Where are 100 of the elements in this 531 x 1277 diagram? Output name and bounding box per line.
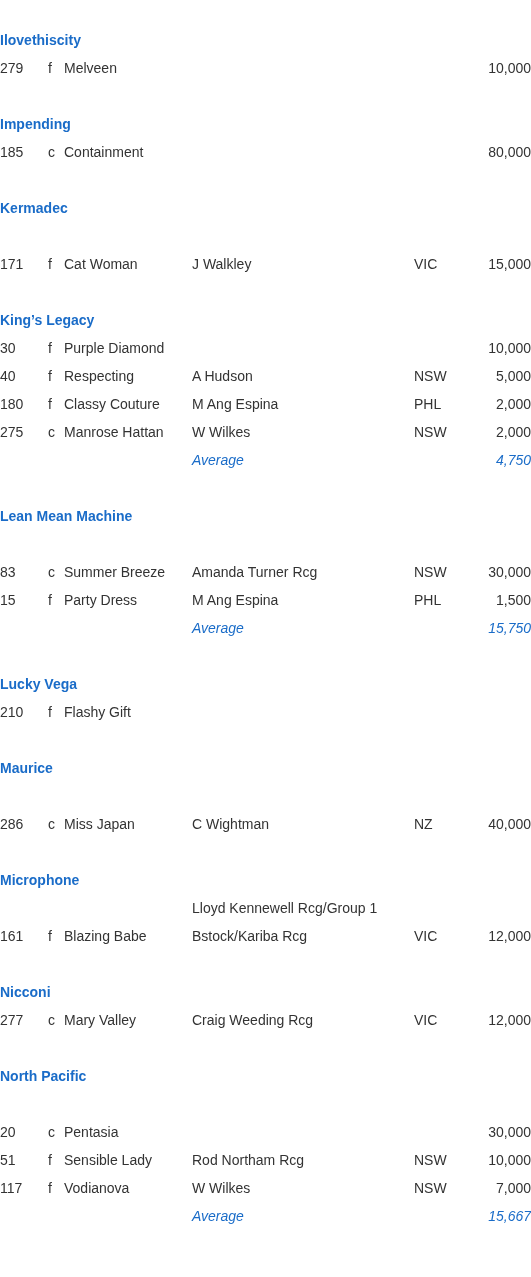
state-code: PHL bbox=[414, 395, 442, 413]
vendor-name: W Wilkes bbox=[192, 423, 251, 441]
lot-number: 180 bbox=[0, 395, 24, 413]
horse-name: Miss Japan bbox=[64, 815, 135, 833]
price: 1,500 bbox=[495, 591, 531, 609]
sex-code: f bbox=[48, 1151, 52, 1169]
average-label: Average bbox=[192, 451, 244, 469]
horse-name: Mary Valley bbox=[64, 1011, 137, 1029]
lot-number: 15 bbox=[0, 591, 16, 609]
horse-name: Respecting bbox=[64, 367, 135, 385]
horse-name: Manrose Hattan bbox=[64, 423, 164, 441]
state-code: NSW bbox=[414, 423, 447, 441]
sex-code: f bbox=[48, 339, 52, 357]
section-heading: Lucky Vega bbox=[0, 675, 78, 693]
lot-number: 286 bbox=[0, 815, 24, 833]
sex-code: c bbox=[48, 143, 55, 161]
section-heading: Nicconi bbox=[0, 983, 51, 1001]
horse-name: Blazing Babe bbox=[64, 927, 147, 945]
sex-code: f bbox=[48, 591, 52, 609]
sex-code: c bbox=[48, 815, 55, 833]
horse-name: Classy Couture bbox=[64, 395, 160, 413]
price: 5,000 bbox=[495, 367, 531, 385]
price: 10,000 bbox=[488, 1151, 531, 1169]
section-heading: Ilovethiscity bbox=[0, 31, 81, 49]
price: 30,000 bbox=[488, 1123, 531, 1141]
price: 15,000 bbox=[488, 255, 531, 273]
sex-code: c bbox=[48, 1011, 55, 1029]
horse-name: Sensible Lady bbox=[64, 1151, 152, 1169]
state-code: NSW bbox=[414, 563, 447, 581]
state-code: NSW bbox=[414, 1151, 447, 1169]
horse-name: Cat Woman bbox=[64, 255, 138, 273]
sex-code: f bbox=[48, 395, 52, 413]
sex-code: c bbox=[48, 563, 55, 581]
state-code: NSW bbox=[414, 1179, 447, 1197]
state-code: VIC bbox=[414, 927, 438, 945]
price: 12,000 bbox=[488, 1011, 531, 1029]
sex-code: f bbox=[48, 927, 52, 945]
average-label: Average bbox=[192, 619, 244, 637]
sex-code: f bbox=[48, 1179, 52, 1197]
lot-number: 40 bbox=[0, 367, 16, 385]
section-heading: Maurice bbox=[0, 759, 53, 777]
lot-number: 30 bbox=[0, 339, 16, 357]
section-heading: Kermadec bbox=[0, 199, 68, 217]
lot-number: 161 bbox=[0, 927, 24, 945]
horse-name: Vodianova bbox=[64, 1179, 130, 1197]
horse-name: Purple Diamond bbox=[64, 339, 165, 357]
lot-number: 279 bbox=[0, 59, 24, 77]
vendor-name: Amanda Turner Rcg bbox=[192, 563, 318, 581]
state-code: PHL bbox=[414, 591, 442, 609]
vendor-name: Lloyd Kennewell Rcg/Group 1 bbox=[192, 899, 378, 917]
sex-code: f bbox=[48, 59, 52, 77]
section-heading: Lean Mean Machine bbox=[0, 507, 133, 525]
price: 10,000 bbox=[488, 59, 531, 77]
average-price: 15,750 bbox=[488, 619, 531, 637]
horse-name: Containment bbox=[64, 143, 144, 161]
horse-name: Melveen bbox=[64, 59, 117, 77]
section-heading: Impending bbox=[0, 115, 71, 133]
lot-number: 83 bbox=[0, 563, 16, 581]
lot-number: 277 bbox=[0, 1011, 24, 1029]
sex-code: f bbox=[48, 367, 52, 385]
lot-number: 275 bbox=[0, 423, 24, 441]
vendor-name: Rod Northam Rcg bbox=[192, 1151, 305, 1169]
price: 30,000 bbox=[488, 563, 531, 581]
section-heading: King’s Legacy bbox=[0, 311, 95, 329]
horse-name: Flashy Gift bbox=[64, 703, 131, 721]
average-label: Average bbox=[192, 1207, 244, 1225]
vendor-name: A Hudson bbox=[192, 367, 253, 385]
horse-name: Pentasia bbox=[64, 1123, 119, 1141]
state-code: VIC bbox=[414, 1011, 438, 1029]
vendor-name: M Ang Espina bbox=[192, 395, 279, 413]
sex-code: c bbox=[48, 423, 55, 441]
section-heading: Microphone bbox=[0, 871, 80, 889]
price: 2,000 bbox=[495, 423, 531, 441]
horse-name: Party Dress bbox=[64, 591, 138, 609]
lot-number: 185 bbox=[0, 143, 24, 161]
price: 2,000 bbox=[495, 395, 531, 413]
average-price: 4,750 bbox=[495, 451, 531, 469]
sex-code: f bbox=[48, 255, 52, 273]
lot-number: 51 bbox=[0, 1151, 16, 1169]
vendor-name: Bstock/Kariba Rcg bbox=[192, 927, 308, 945]
lot-number: 20 bbox=[0, 1123, 16, 1141]
lot-number: 117 bbox=[0, 1179, 23, 1197]
price: 12,000 bbox=[488, 927, 531, 945]
lot-number: 171 bbox=[0, 255, 24, 273]
state-code: NSW bbox=[414, 367, 447, 385]
horse-name: Summer Breeze bbox=[64, 563, 166, 581]
state-code: VIC bbox=[414, 255, 438, 273]
price: 10,000 bbox=[488, 339, 531, 357]
vendor-name: M Ang Espina bbox=[192, 591, 279, 609]
vendor-name: W Wilkes bbox=[192, 1179, 251, 1197]
vendor-name: Craig Weeding Rcg bbox=[192, 1011, 314, 1029]
vendor-name: C Wightman bbox=[192, 815, 270, 833]
average-price: 15,667 bbox=[488, 1207, 531, 1225]
state-code: NZ bbox=[414, 815, 433, 833]
price: 40,000 bbox=[488, 815, 531, 833]
sex-code: f bbox=[48, 703, 52, 721]
lot-number: 210 bbox=[0, 703, 24, 721]
price: 80,000 bbox=[488, 143, 531, 161]
section-heading: North Pacific bbox=[0, 1067, 87, 1085]
price: 7,000 bbox=[495, 1179, 531, 1197]
